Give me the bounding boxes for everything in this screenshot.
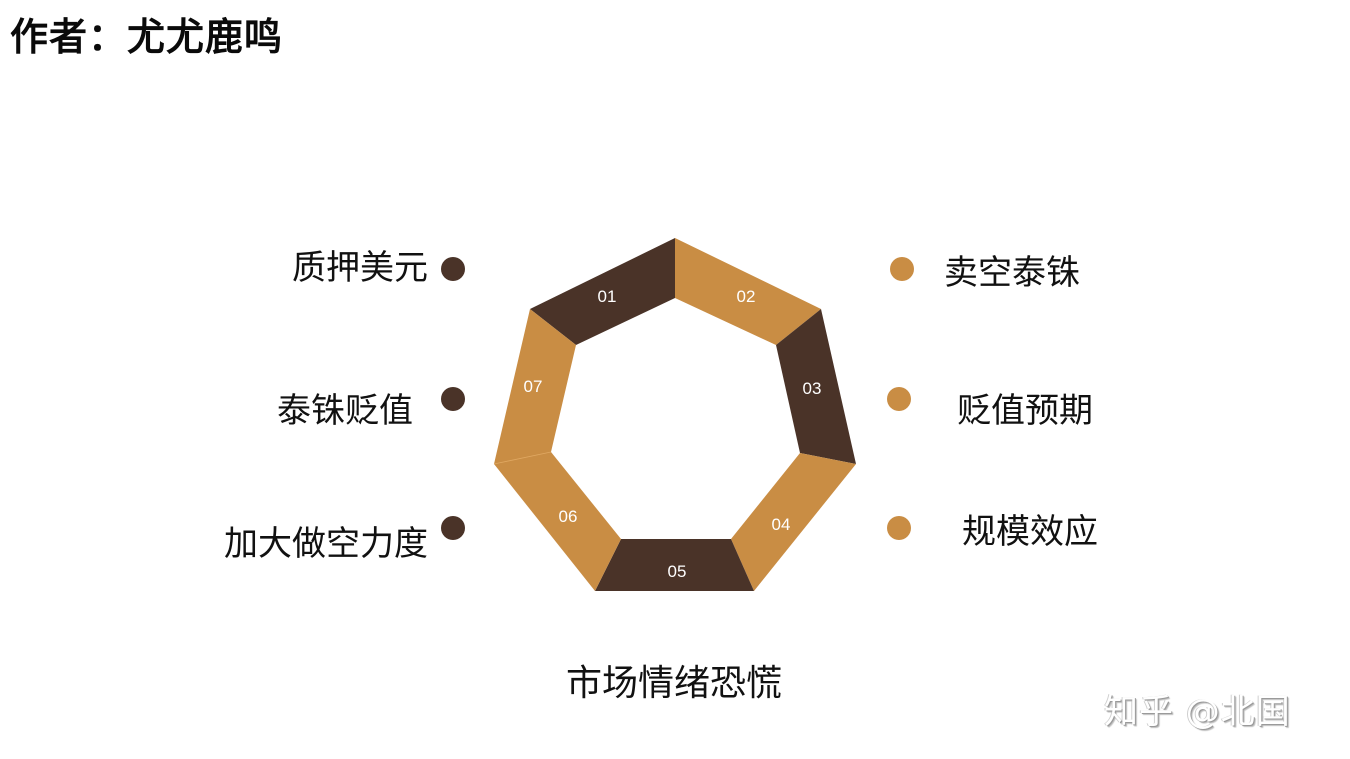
- left-item-label: 泰铢贬值: [277, 391, 413, 431]
- bullet-dot-icon: [441, 257, 465, 281]
- segment-number-07: 07: [524, 377, 543, 396]
- segment-07: [494, 309, 576, 464]
- seam-line: [493, 451, 552, 465]
- segment-05: [595, 539, 754, 591]
- right-item-label: 规模效应: [962, 512, 1098, 552]
- segment-number-02: 02: [737, 287, 756, 306]
- segment-number-05: 05: [668, 562, 687, 581]
- bullet-dot-icon: [887, 516, 911, 540]
- segment-number-01: 01: [598, 287, 617, 306]
- segment-04: [731, 453, 856, 591]
- bullet-dot-icon: [890, 257, 914, 281]
- segment-06: [494, 452, 621, 591]
- segment-02: [675, 238, 821, 345]
- bullet-dot-icon: [441, 387, 465, 411]
- author-title: 作者：尤尤鹿鸣: [10, 15, 284, 59]
- bullet-dot-icon: [887, 387, 911, 411]
- segment-01: [530, 238, 675, 345]
- segment-number-03: 03: [803, 379, 822, 398]
- bottom-caption: 市场情绪恐慌: [566, 663, 783, 704]
- segment-number-06: 06: [559, 507, 578, 526]
- left-item-label: 质押美元: [292, 248, 428, 288]
- segment-03: [776, 309, 856, 464]
- right-item-label: 卖空泰铢: [944, 253, 1080, 293]
- right-item-label: 贬值预期: [957, 391, 1093, 431]
- watermark: 知乎 @北国: [1104, 692, 1291, 732]
- segment-number-04: 04: [772, 515, 791, 534]
- left-item-label: 加大做空力度: [224, 524, 428, 564]
- bullet-dot-icon: [441, 516, 465, 540]
